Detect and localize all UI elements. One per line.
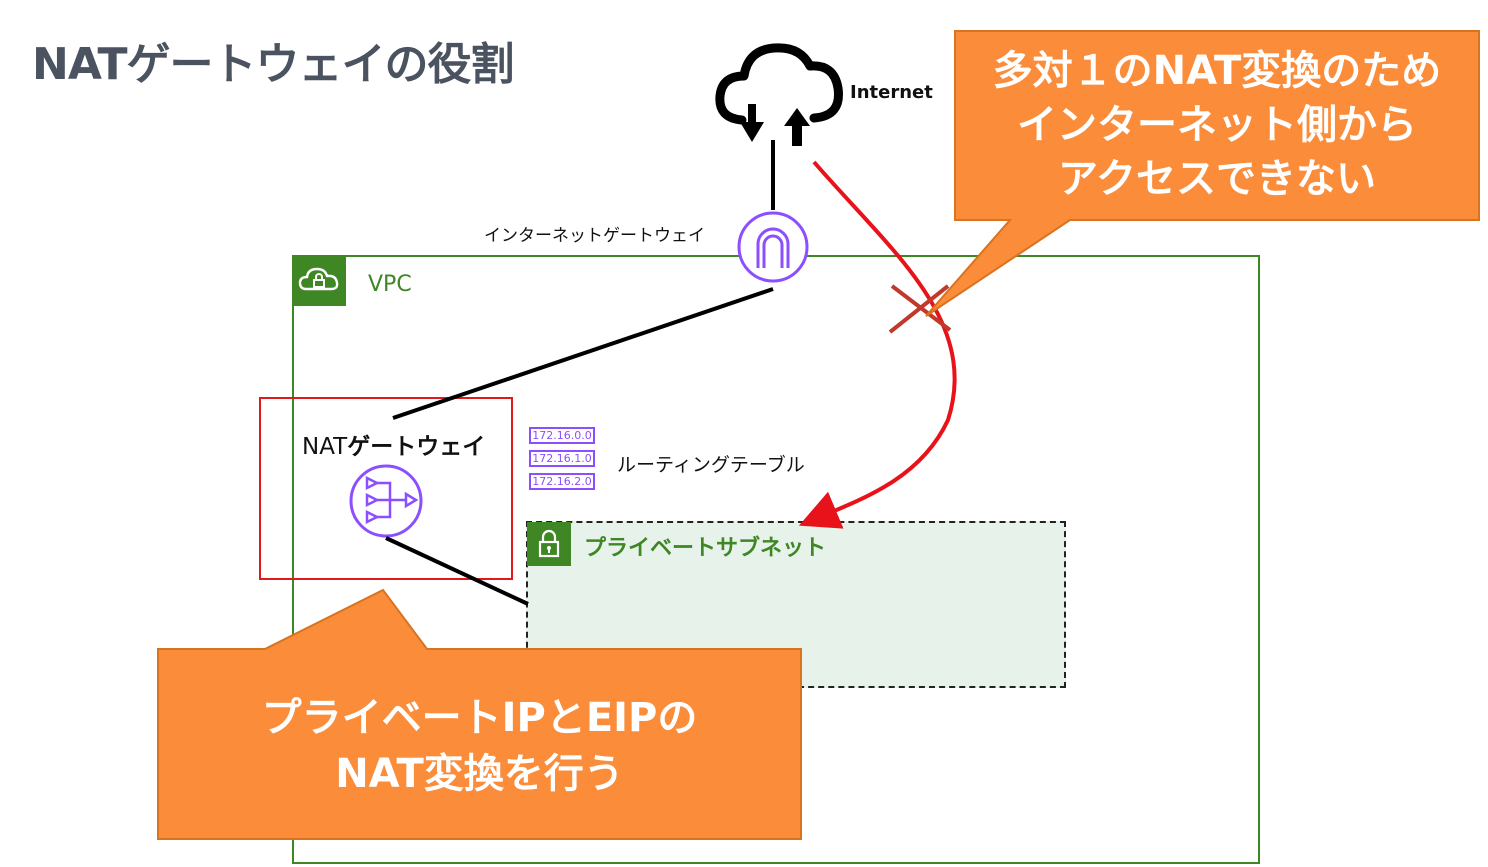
- blocked-inbound-arrow: [798, 160, 957, 529]
- page-title: NATゲートウェイの役割: [32, 39, 514, 90]
- internet-gateway-icon: [737, 211, 809, 283]
- callout-top-line1: 多対１のNAT変換のため: [992, 48, 1442, 94]
- blocked-x-icon: [888, 284, 952, 334]
- callout-top-line2: インターネット側から: [1017, 102, 1417, 148]
- callout-bottom-shape: [157, 588, 802, 840]
- vpc-label: VPC: [368, 272, 412, 297]
- route-entry: 172.16.1.0: [529, 450, 595, 467]
- routing-table-label: ルーティングテーブル: [617, 454, 805, 476]
- nat-label-suffix: ゲートウェイ: [347, 434, 486, 460]
- callout-top-text: 多対１のNAT変換のため インターネット側から アクセスできない: [955, 44, 1479, 206]
- internet-label: Internet: [850, 82, 933, 103]
- nat-gateway-highlight: [259, 397, 513, 580]
- callout-top-line3: アクセスできない: [1058, 156, 1376, 202]
- callout-bottom-line1: プライベートIPとEIPの: [261, 695, 698, 741]
- nat-label-prefix: NAT: [302, 434, 348, 460]
- vpc-cloud-icon: [292, 255, 346, 306]
- link-nat-subnet: [385, 536, 529, 606]
- internet-gateway-label: インターネットゲートウェイ: [484, 226, 705, 246]
- callout-bottom-line2: NAT変換を行う: [335, 751, 624, 797]
- route-entry: 172.16.2.0: [529, 473, 595, 490]
- nat-gateway-icon: [349, 464, 423, 538]
- nat-gateway-label: NATゲートウェイ: [302, 427, 485, 461]
- link-igw-nat: [392, 287, 774, 420]
- subnet-label: プライベートサブネット: [584, 536, 827, 561]
- lock-icon: [527, 522, 571, 566]
- callout-top-shape: [925, 30, 1480, 317]
- route-entry: 172.16.0.0: [529, 427, 595, 444]
- callout-bottom-text: プライベートIPとEIPの NAT変換を行う: [158, 690, 801, 802]
- internet-cloud-icon: [715, 43, 843, 146]
